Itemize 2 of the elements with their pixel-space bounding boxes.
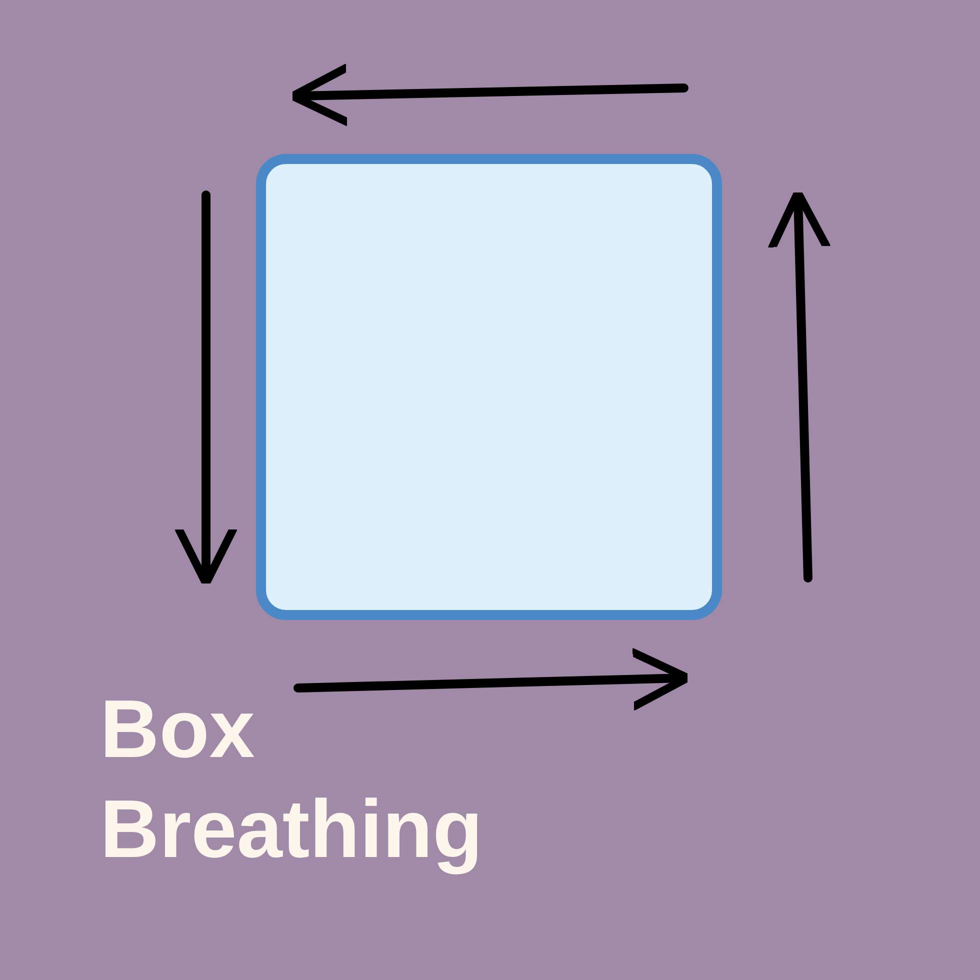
title: Box Breathing — [100, 683, 484, 877]
rounded-square — [256, 154, 722, 620]
